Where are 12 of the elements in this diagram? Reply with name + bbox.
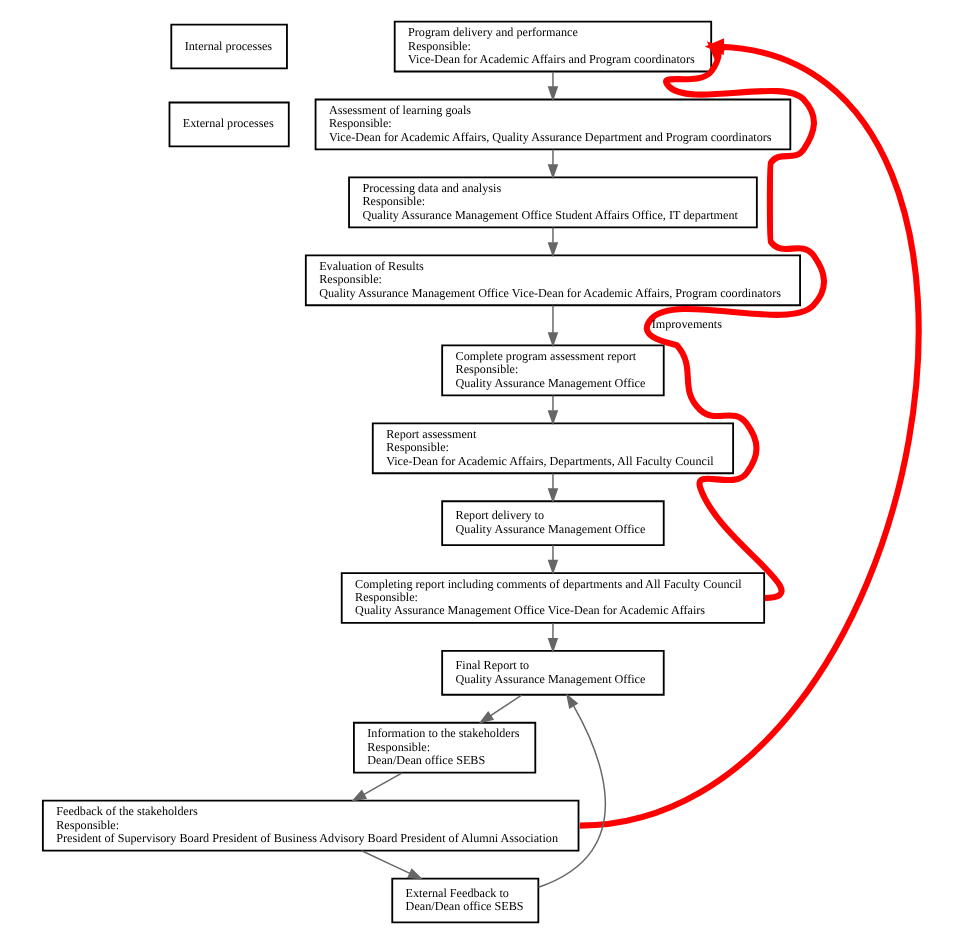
arrow (536, 693, 606, 888)
arrow (546, 226, 558, 258)
arrow (546, 472, 558, 504)
arrow (546, 394, 558, 426)
arrow (546, 148, 558, 180)
arrow (546, 304, 558, 348)
arrow (546, 622, 558, 653)
arrow (350, 772, 402, 802)
arrow (477, 694, 522, 724)
arrow (360, 850, 423, 880)
arrow (546, 544, 558, 575)
arrow (546, 70, 558, 102)
